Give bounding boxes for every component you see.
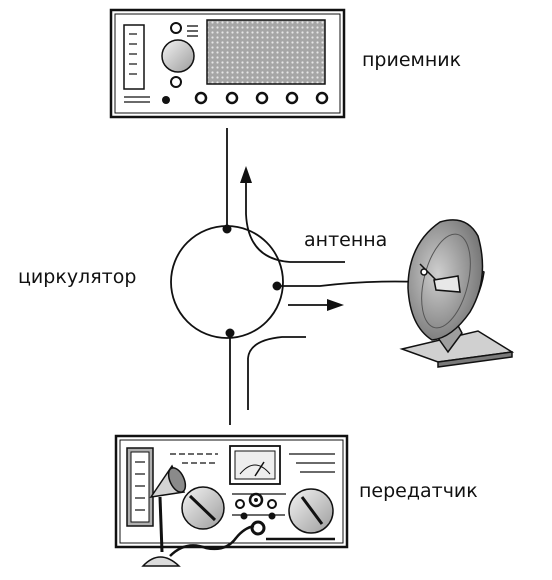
antenna-dish <box>399 219 515 368</box>
arrowheads <box>240 166 344 311</box>
transmitter-label: передатчик <box>359 480 478 502</box>
transmitter-device <box>114 434 349 549</box>
receiver-label: приемник <box>362 49 462 71</box>
antenna-label: антенна <box>304 229 388 251</box>
waveguide-lines <box>226 128 421 425</box>
microphone <box>141 464 255 567</box>
receiver-device <box>109 8 346 119</box>
junction-dots <box>222 224 282 338</box>
circulator-label: циркулятор <box>18 266 137 288</box>
circulator-ring <box>170 225 284 339</box>
